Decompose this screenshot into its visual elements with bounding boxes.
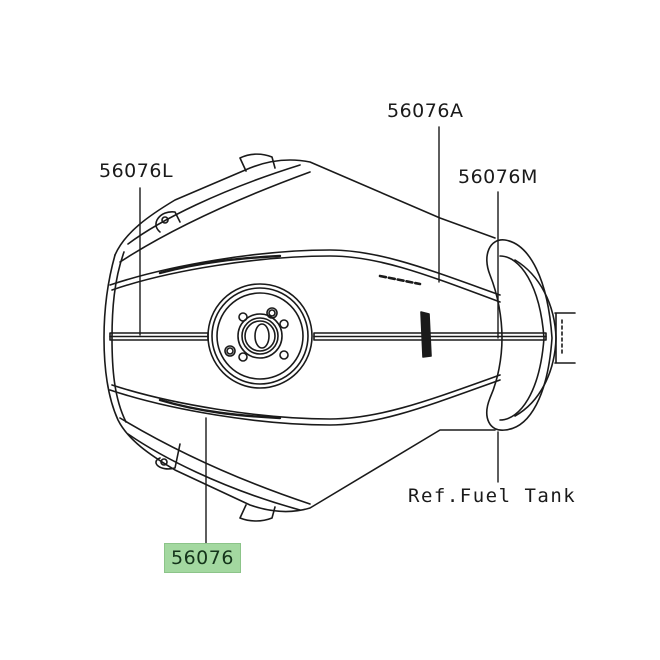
lower-side-band	[109, 374, 501, 511]
part-label-56076A[interactable]: 56076A	[387, 100, 464, 122]
rear-cover	[486, 239, 576, 431]
center-stripe-front	[109, 332, 209, 341]
upper-side-band	[109, 164, 501, 303]
leader-lines	[139, 126, 499, 545]
fuel-cap	[207, 283, 313, 389]
reference-label-fuel-tank: Ref.Fuel Tank	[408, 485, 577, 507]
bottom-bracket	[155, 443, 276, 522]
part-label-56076M[interactable]: 56076M	[458, 166, 538, 188]
tank-outline	[103, 159, 496, 513]
part-label-56076L[interactable]: 56076L	[99, 160, 174, 182]
emblem-mark	[420, 311, 432, 358]
part-label-56076-highlighted[interactable]: 56076	[164, 543, 241, 573]
top-bracket	[155, 153, 276, 233]
